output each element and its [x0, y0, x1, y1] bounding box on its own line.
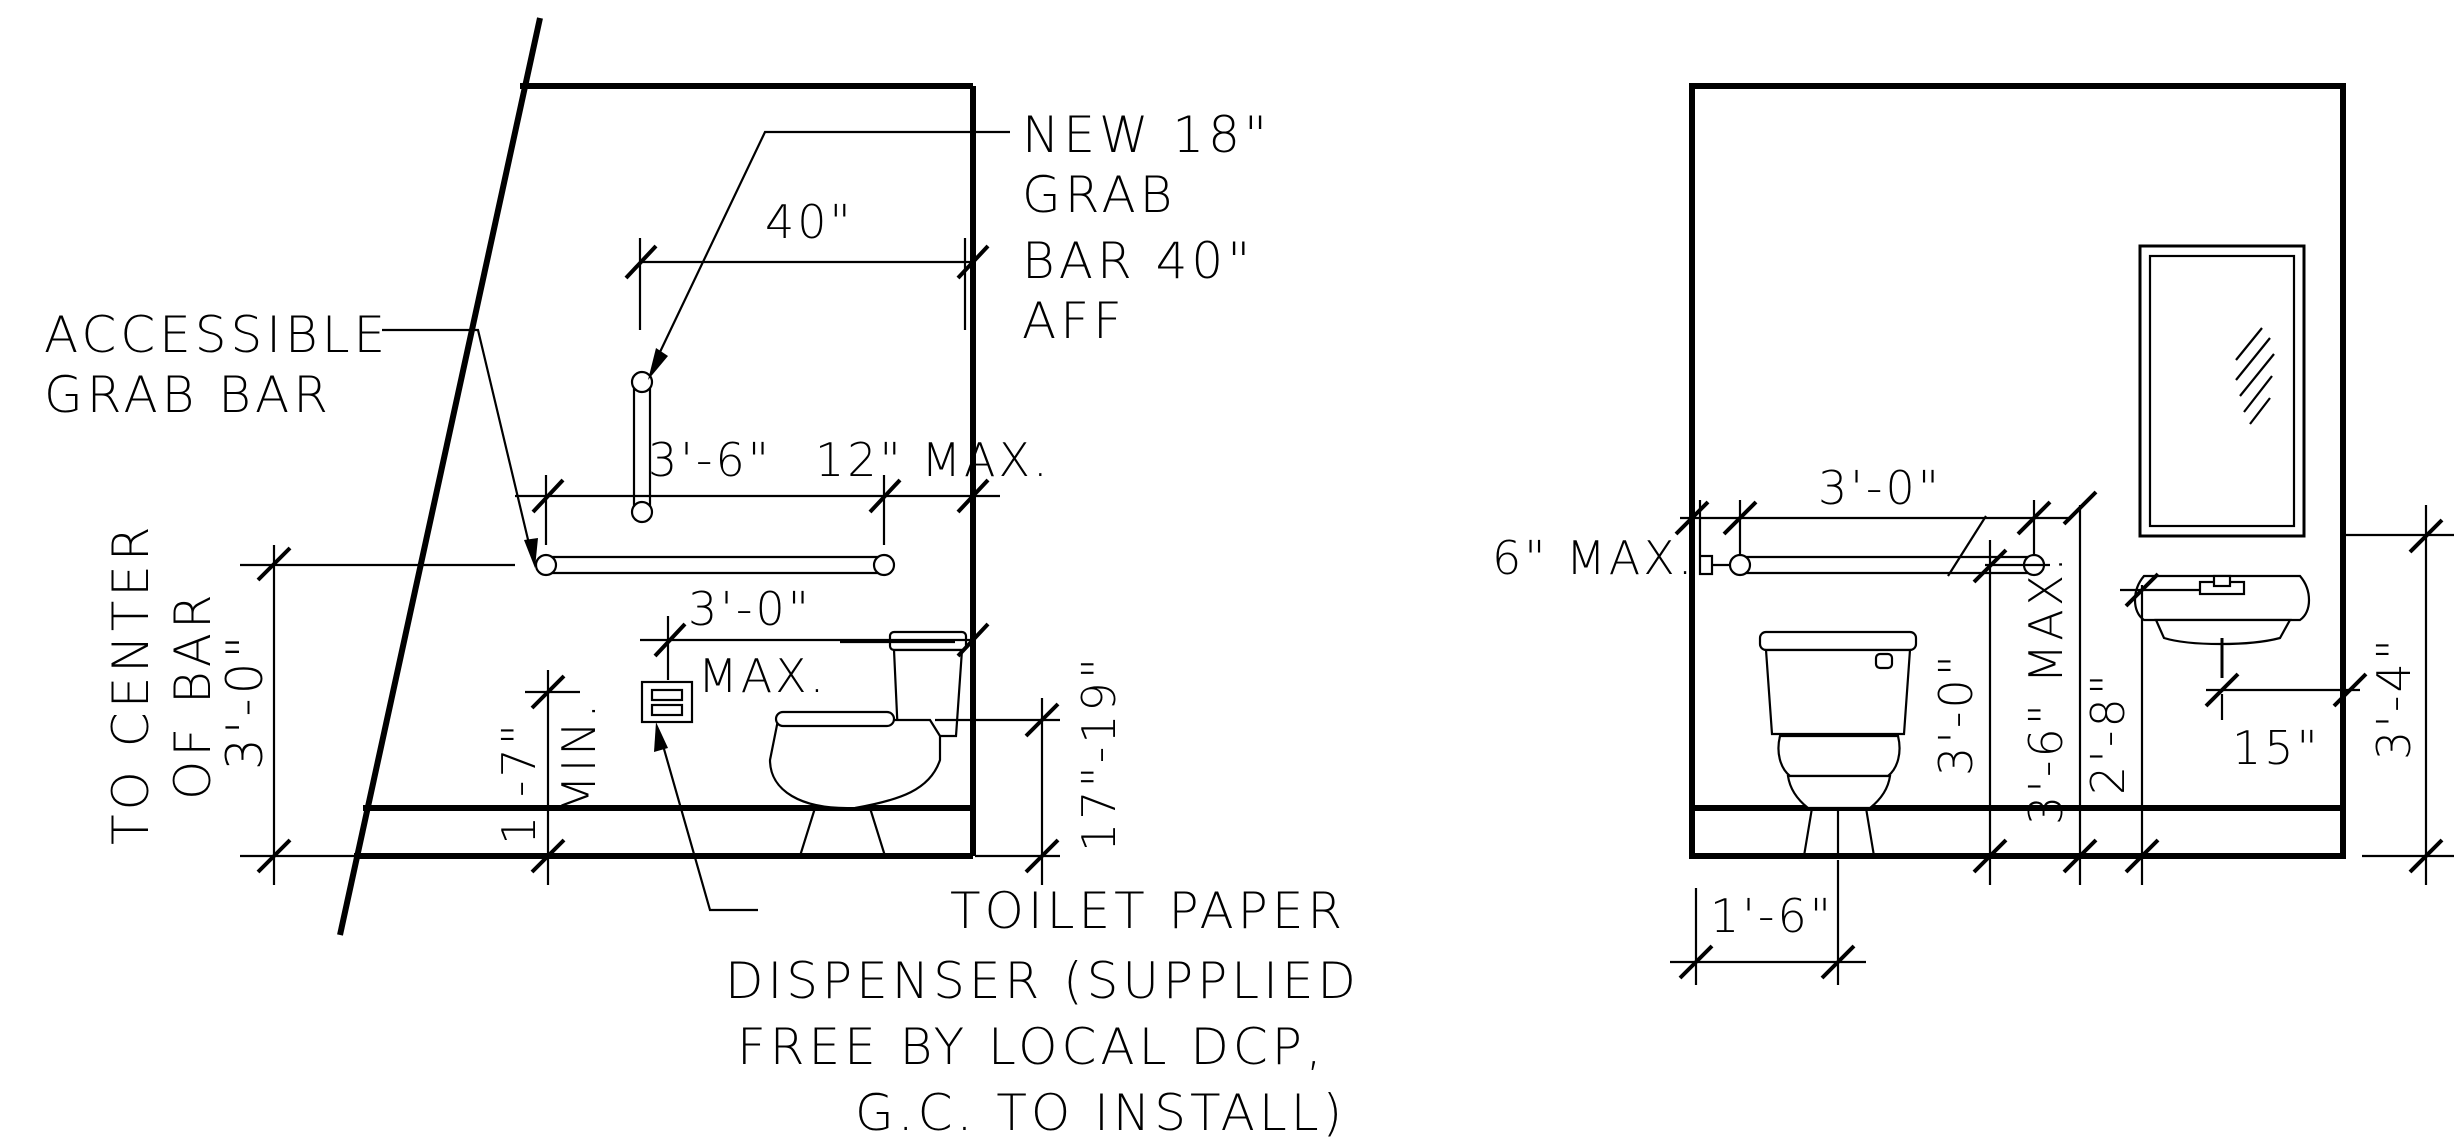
dim-40-label: 40": [765, 195, 854, 249]
left-room-outline: [337, 17, 976, 936]
dim-3-6-max-label: 3'-6" MAX.: [2019, 554, 2073, 825]
new-grab-bar-line-4: AFF: [1022, 292, 1126, 350]
dim-3-0-vert-label: 3'-0": [1929, 652, 1983, 776]
dim-3-0-top-label: 3'-0": [1818, 461, 1942, 515]
accessible-grab-bar-line-1: ACCESSIBLE: [44, 306, 389, 364]
dim-2-8-label: 2'-8": [2081, 671, 2135, 795]
toilet-paper-line-1: TOILET PAPER: [950, 882, 1346, 940]
mirror: [2138, 244, 2306, 538]
new-grab-bar-line-2: GRAB: [1022, 166, 1176, 224]
to-center-bar-line-1: TO CENTER: [102, 522, 160, 845]
toilet-paper-line-4: G.C. TO INSTALL): [855, 1084, 1346, 1142]
toilet-front-view: [1758, 630, 1918, 857]
dim-15-label: 15": [2232, 721, 2321, 775]
new-vertical-grab-bar: [630, 370, 654, 524]
new-grab-bar-line-3: BAR 40": [1022, 232, 1254, 290]
dim-min-label: MIN.: [552, 701, 606, 815]
right-labels: 6" MAX. 3'-0" 3'-0" 3'-6" MAX. 2'-8" 15"…: [1492, 461, 2421, 943]
dim-17-19-label: 17"-19": [1072, 655, 1126, 852]
toilet-side-view: [768, 630, 968, 857]
right-elevation: 6" MAX. 3'-0" 3'-0" 3'-6" MAX. 2'-8" 15"…: [1492, 83, 2454, 985]
dim-6-max-label: 6" MAX.: [1492, 531, 1695, 585]
wall-sink: [2133, 574, 2311, 678]
toilet-paper-line-2: DISPENSER (SUPPLIED: [725, 952, 1360, 1010]
dim-12-max-label: 12" MAX.: [815, 433, 1051, 487]
accessible-grab-bar-line-2: GRAB BAR: [44, 366, 332, 424]
left-labels: NEW 18" GRAB BAR 40" AFF ACCESSIBLE GRAB…: [44, 106, 1360, 1142]
to-center-bar-line-3: 3'-0": [216, 632, 274, 770]
accessible-grab-bar-horizontal: [534, 553, 896, 577]
to-center-bar-line-2: OF BAR: [164, 590, 222, 800]
dim-3-6-label: 3'-6": [648, 433, 772, 487]
rear-grab-bar: [1698, 553, 2046, 577]
new-grab-bar-line-1: NEW 18": [1022, 106, 1271, 164]
dim-3-0-max-label-b: MAX.: [698, 649, 827, 703]
toilet-paper-line-3: FREE BY LOCAL DCP,: [737, 1018, 1326, 1076]
left-dimension-lines: [240, 238, 1060, 885]
right-room-outline: [1689, 83, 2346, 859]
toilet-paper-dispenser: [640, 680, 694, 724]
dim-3-0-max-label-a: 3'-0": [688, 582, 812, 636]
dim-1-7-label: 1'-7": [492, 721, 546, 845]
left-elevation: NEW 18" GRAB BAR 40" AFF ACCESSIBLE GRAB…: [44, 17, 1360, 1142]
dim-1-6-label: 1'-6": [1710, 889, 1834, 943]
right-dimension-lines: [1670, 490, 2454, 985]
dim-3-4-label: 3'-4": [2367, 636, 2421, 760]
left-leaders: [382, 130, 1010, 912]
